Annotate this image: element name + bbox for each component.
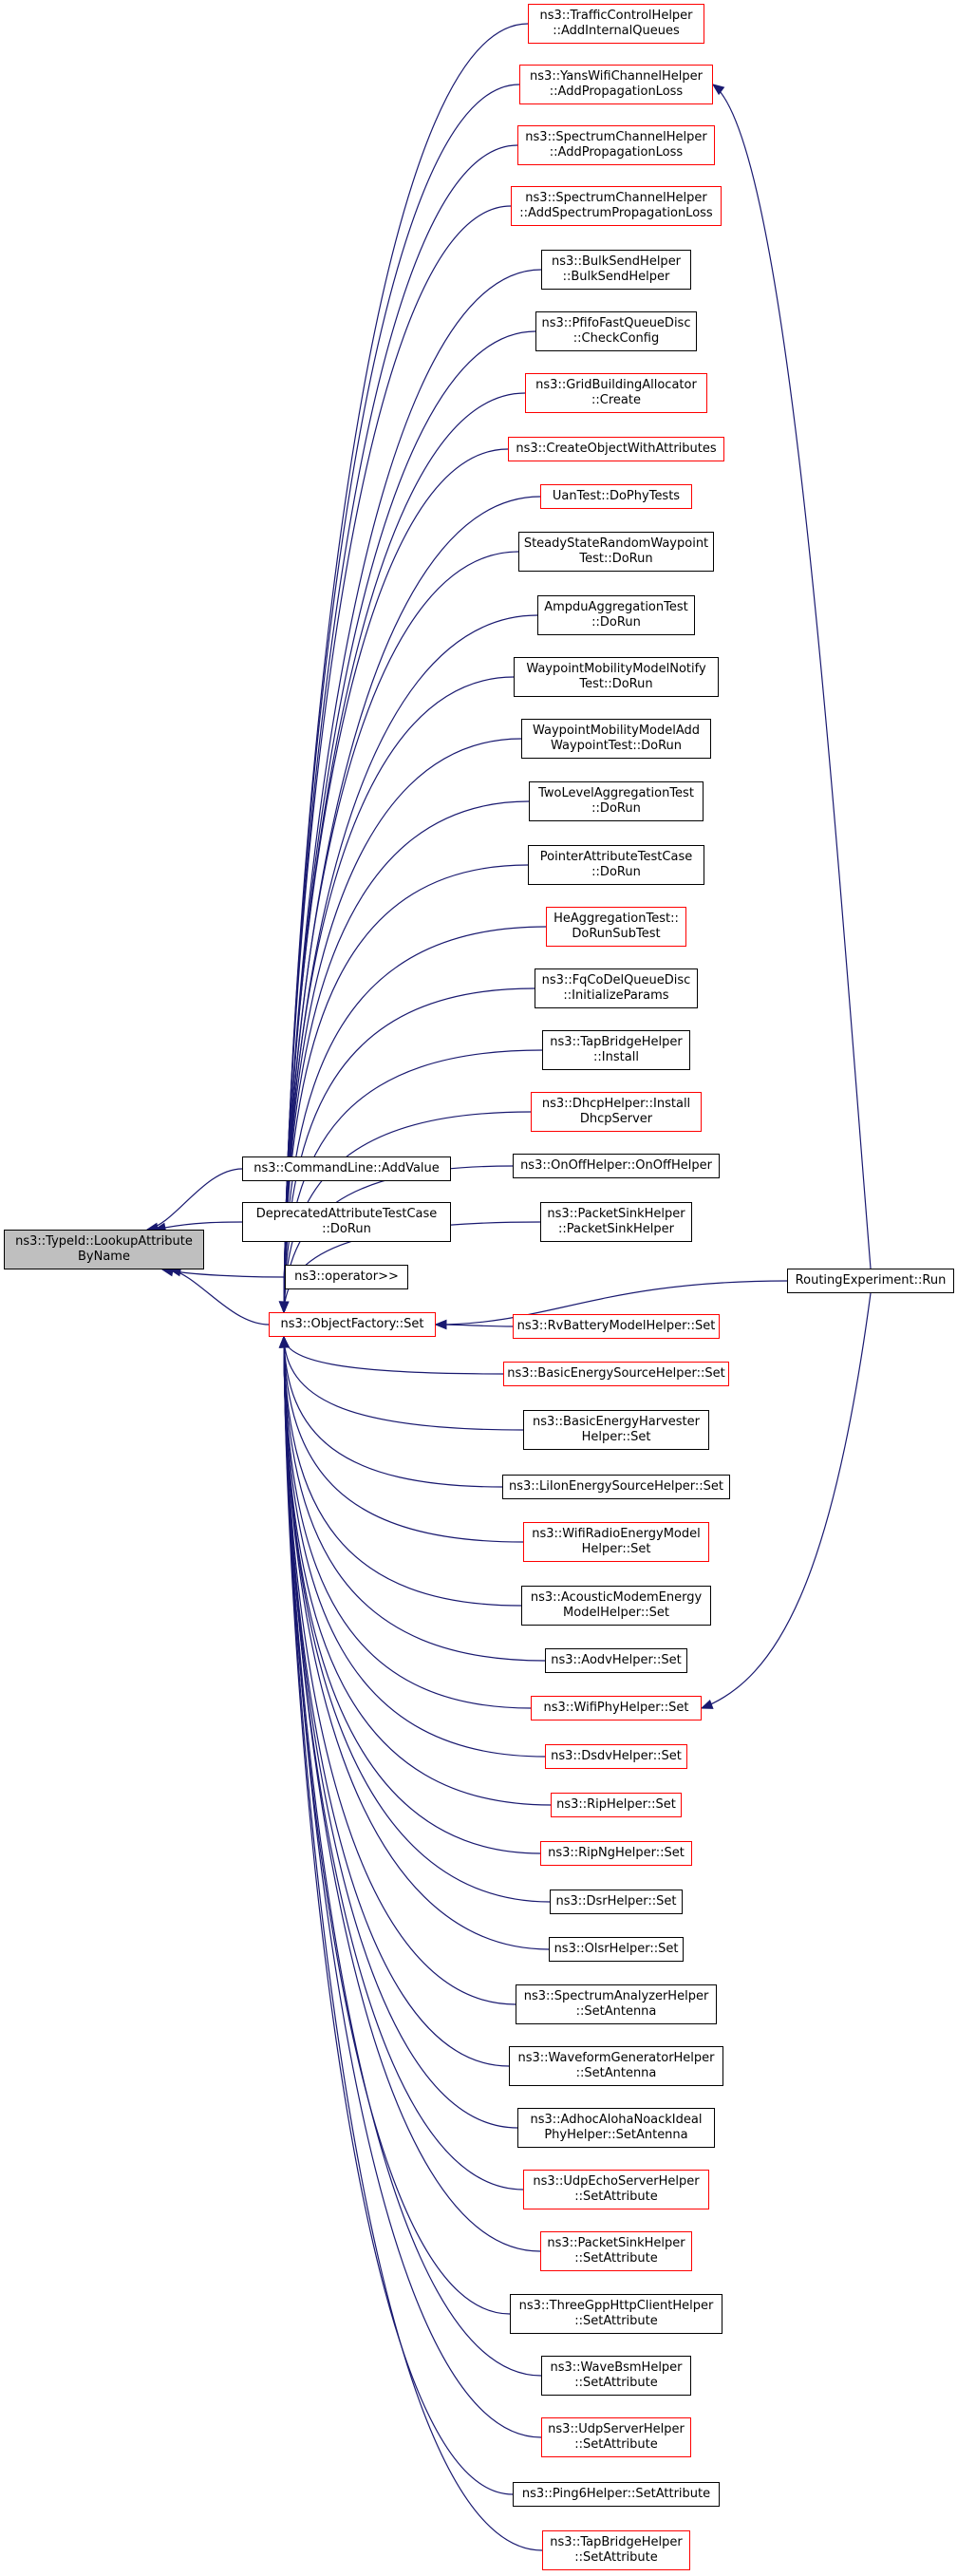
node-pktsinkattr[interactable]: ns3::PacketSinkHelper ::SetAttribute xyxy=(540,2231,692,2271)
node-dsr[interactable]: ns3::DsrHelper::Set xyxy=(550,1890,683,1914)
node-uan[interactable]: UanTest::DoPhyTests xyxy=(540,484,692,509)
edge-spch2-to-ofset xyxy=(283,205,512,1313)
node-threegpp[interactable]: ns3::ThreeGppHttpClientHelper ::SetAttri… xyxy=(510,2294,722,2334)
node-dhcp[interactable]: ns3::DhcpHelper::Install DhcpServer xyxy=(531,1092,702,1132)
node-ofset[interactable]: ns3::ObjectFactory::Set xyxy=(269,1312,436,1337)
edge-tapinst-to-ofset xyxy=(283,1049,543,1313)
node-aodv[interactable]: ns3::AodvHelper::Set xyxy=(545,1648,687,1673)
node-dsdv[interactable]: ns3::DsdvHelper::Set xyxy=(545,1744,687,1769)
node-wavebsm[interactable]: ns3::WaveBsmHelper ::SetAttribute xyxy=(541,2356,691,2396)
node-basicharv[interactable]: ns3::BasicEnergyHarvester Helper::Set xyxy=(523,1410,709,1450)
node-basicsrc[interactable]: ns3::BasicEnergySourceHelper::Set xyxy=(503,1362,729,1386)
edge-olsr-to-ofset xyxy=(283,1336,550,1950)
edge-pktsinkh-to-ofset-arrowhead xyxy=(279,1301,290,1314)
node-pfifo[interactable]: ns3::PfifoFastQueueDisc ::CheckConfig xyxy=(535,311,697,351)
node-tapattr[interactable]: ns3::TapBridgeHelper ::SetAttribute xyxy=(542,2530,690,2570)
edge-wifiphy-to-ofset xyxy=(283,1336,532,1709)
node-olsr[interactable]: ns3::OlsrHelper::Set xyxy=(549,1937,684,1962)
edge-rvbat-to-ofset-arrowhead xyxy=(434,1319,447,1330)
node-heagg[interactable]: HeAggregationTest:: DoRunSubTest xyxy=(546,907,686,947)
node-tch[interactable]: ns3::TrafficControlHelper ::AddInternalQ… xyxy=(528,4,704,44)
edge-wifiradio-to-ofset xyxy=(283,1336,524,1543)
node-rip[interactable]: ns3::RipHelper::Set xyxy=(551,1793,682,1817)
node-rvbat[interactable]: ns3::RvBatteryModelHelper::Set xyxy=(513,1314,720,1339)
focus-node: ns3::TypeId::LookupAttribute ByName xyxy=(4,1230,204,1269)
edge-basicharv-to-ofset xyxy=(283,1336,524,1431)
node-adhoc[interactable]: ns3::AdhocAlohaNoackIdeal PhyHelper::Set… xyxy=(517,2108,715,2148)
edge-liion-to-ofset xyxy=(283,1336,503,1488)
node-wifiradio[interactable]: ns3::WifiRadioEnergyModel Helper::Set xyxy=(523,1522,709,1562)
edge-twolevel-to-ofset xyxy=(283,800,530,1313)
node-pointer[interactable]: PointerAttributeTestCase ::DoRun xyxy=(528,845,704,885)
node-cowa[interactable]: ns3::CreateObjectWithAttributes xyxy=(508,437,724,461)
node-wmma[interactable]: WaypointMobilityModelAdd WaypointTest::D… xyxy=(521,719,711,759)
node-routing[interactable]: RoutingExperiment::Run xyxy=(787,1269,954,1293)
node-ampdu[interactable]: AmpduAggregationTest ::DoRun xyxy=(537,595,695,635)
node-udpserver[interactable]: ns3::UdpServerHelper ::SetAttribute xyxy=(541,2417,691,2457)
edge-acoustic-to-ofset xyxy=(283,1336,522,1607)
node-bulk[interactable]: ns3::BulkSendHelper ::BulkSendHelper xyxy=(541,250,691,290)
node-tapinst[interactable]: ns3::TapBridgeHelper ::Install xyxy=(542,1030,690,1070)
edge-routing-to-wifiphy-arrowhead xyxy=(700,1700,714,1709)
node-acoustic[interactable]: ns3::AcousticModemEnergy ModelHelper::Se… xyxy=(521,1586,711,1626)
edge-routing-to-ofset xyxy=(435,1280,788,1326)
node-wifiphy[interactable]: ns3::WifiPhyHelper::Set xyxy=(531,1696,702,1720)
node-ripng[interactable]: ns3::RipNgHelper::Set xyxy=(540,1841,692,1866)
node-twolevel[interactable]: TwoLevelAggregationTest ::DoRun xyxy=(529,781,704,821)
edge-tapattr-to-ofset-arrowhead xyxy=(278,1335,290,1348)
edge-routing-to-yans xyxy=(712,84,872,1269)
node-wavegen[interactable]: ns3::WaveformGeneratorHelper ::SetAntenn… xyxy=(509,2046,723,2086)
node-udpecho[interactable]: ns3::UdpEchoServerHelper ::SetAttribute xyxy=(523,2170,709,2209)
edge-tapattr-to-ofset xyxy=(283,1336,543,2551)
node-specana[interactable]: ns3::SpectrumAnalyzerHelper ::SetAntenna xyxy=(516,1984,717,2024)
node-onoff[interactable]: ns3::OnOffHelper::OnOffHelper xyxy=(513,1154,720,1178)
edge-routing-to-wifiphy xyxy=(701,1292,872,1709)
node-wmmn[interactable]: WaypointMobilityModelNotify Test::DoRun xyxy=(514,657,719,697)
edge-pointer-to-ofset xyxy=(283,864,529,1313)
node-cmdline[interactable]: ns3::CommandLine::AddValue xyxy=(242,1156,451,1181)
node-ssrw[interactable]: SteadyStateRandomWaypoint Test::DoRun xyxy=(518,532,714,572)
node-ping6[interactable]: ns3::Ping6Helper::SetAttribute xyxy=(513,2482,720,2507)
node-deprec[interactable]: DeprecatedAttributeTestCase ::DoRun xyxy=(242,1202,451,1242)
node-operator[interactable]: ns3::operator>> xyxy=(285,1265,408,1289)
node-spch2[interactable]: ns3::SpectrumChannelHelper ::AddSpectrum… xyxy=(511,186,722,226)
edge-pktsinkh-to-ofset xyxy=(283,1221,541,1313)
node-fqcodel[interactable]: ns3::FqCoDelQueueDisc ::InitializeParams xyxy=(535,968,698,1008)
node-liion[interactable]: ns3::LiIonEnergySourceHelper::Set xyxy=(502,1475,730,1499)
node-yans[interactable]: ns3::YansWifiChannelHelper ::AddPropagat… xyxy=(519,65,713,104)
edge-aodv-to-ofset xyxy=(283,1336,546,1662)
edge-routing-to-yans-arrowhead xyxy=(711,84,725,96)
node-grid[interactable]: ns3::GridBuildingAllocator ::Create xyxy=(525,373,707,413)
node-pktsinkh[interactable]: ns3::PacketSinkHelper ::PacketSinkHelper xyxy=(540,1202,692,1242)
edge-dsdv-to-ofset xyxy=(283,1336,546,1758)
node-spch1[interactable]: ns3::SpectrumChannelHelper ::AddPropagat… xyxy=(517,125,715,165)
